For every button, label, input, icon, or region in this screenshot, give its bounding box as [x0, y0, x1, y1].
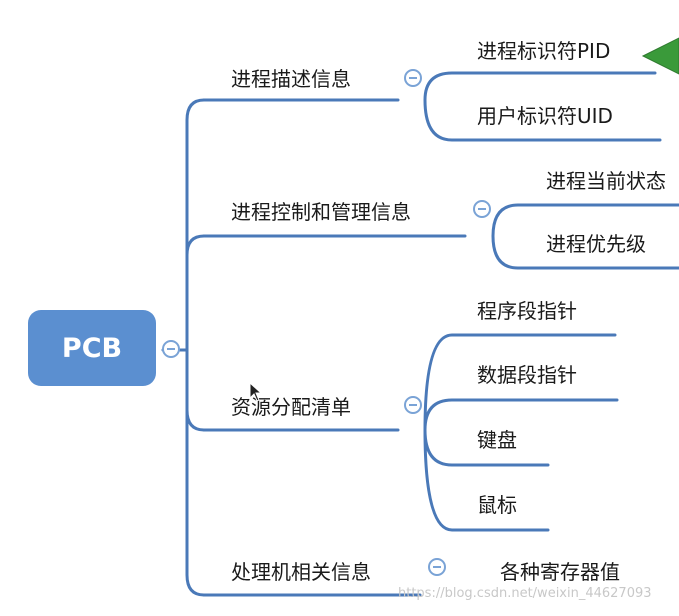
- leaf-label-3-4[interactable]: 鼠标: [477, 493, 517, 517]
- leaf-label-1-1[interactable]: 进程标识符PID: [477, 39, 611, 63]
- mouse-cursor-icon: [249, 382, 263, 402]
- collapse-icon-branch-2[interactable]: [473, 200, 491, 218]
- callout-arrow: [641, 37, 679, 75]
- leaf-label-3-3[interactable]: 键盘: [477, 428, 517, 452]
- connector-b2-children: [491, 203, 679, 270]
- connector-b3-children: [423, 333, 619, 532]
- branch-label-1[interactable]: 进程描述信息: [231, 67, 351, 91]
- root-node-pcb[interactable]: PCB: [28, 310, 156, 386]
- watermark: https://blog.csdn.net/weixin_44627093: [398, 586, 652, 601]
- leaf-label-4-1[interactable]: 各种寄存器值: [500, 560, 620, 584]
- leaf-label-2-2[interactable]: 进程优先级: [546, 232, 646, 256]
- branch-label-3[interactable]: 资源分配清单: [231, 395, 351, 419]
- branch-label-2[interactable]: 进程控制和管理信息: [231, 200, 411, 224]
- collapse-icon-root[interactable]: [162, 340, 180, 358]
- collapse-icon-branch-3[interactable]: [404, 396, 422, 414]
- connector-branch-2: [185, 234, 206, 257]
- leaf-label-3-1[interactable]: 程序段指针: [477, 299, 577, 323]
- branch-label-4[interactable]: 处理机相关信息: [231, 560, 371, 584]
- collapse-icon-branch-1[interactable]: [404, 69, 422, 87]
- connector-trunk: [185, 98, 206, 597]
- connector-branch-3: [185, 408, 206, 432]
- collapse-icon-branch-4[interactable]: [428, 558, 446, 576]
- leaf-label-1-2[interactable]: 用户标识符UID: [477, 104, 613, 128]
- connector-b1-children: [423, 71, 662, 142]
- root-label: PCB: [61, 332, 123, 364]
- leaf-label-2-1[interactable]: 进程当前状态: [546, 169, 666, 193]
- leaf-label-3-2[interactable]: 数据段指针: [477, 363, 577, 387]
